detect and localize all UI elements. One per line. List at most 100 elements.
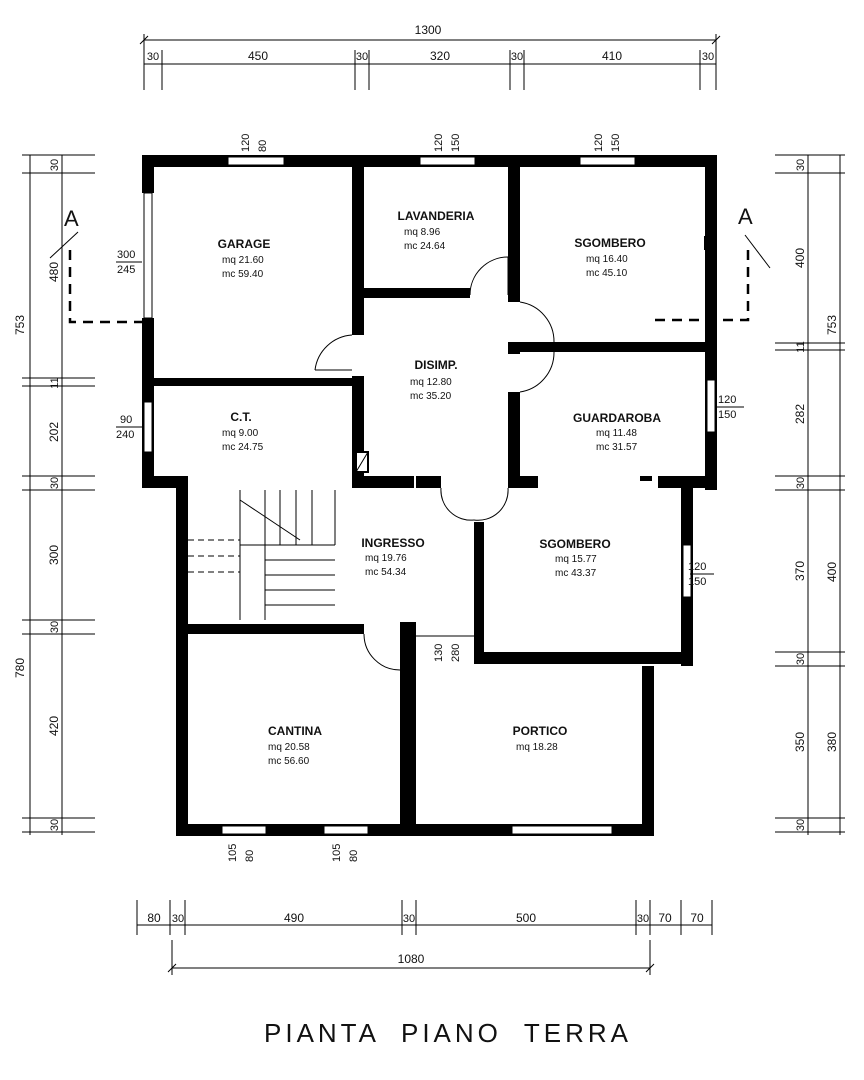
opening-6-a: 120	[718, 394, 736, 406]
room-name: CANTINA	[268, 724, 322, 738]
doors	[314, 256, 555, 671]
dim-right-3: 11	[795, 341, 807, 352]
room-name: LAVANDERIA	[398, 209, 475, 223]
room-volume: mc 54.34	[365, 567, 407, 578]
right-dimensions: 30 400 11 282 30 370 30 350 30 753 400 3…	[775, 154, 845, 835]
dim-right-4: 282	[793, 404, 807, 424]
dim-bottom-1: 80	[147, 911, 161, 925]
room-area: mq 19.76	[365, 553, 407, 564]
room-volume: mc 24.75	[222, 442, 264, 453]
dim-top-4: 320	[430, 49, 450, 63]
room-area: mq 9.00	[222, 428, 259, 439]
room-area: mq 15.77	[555, 554, 597, 565]
dim-bottom-3: 490	[284, 911, 304, 925]
dim-left-2: 480	[47, 262, 61, 282]
opening-2-b: 150	[450, 134, 462, 152]
room-name: C.T.	[230, 410, 251, 424]
bottom-dimensions: 80 30 490 30 500 30 70 70 1080	[136, 900, 713, 975]
section-mark-left: A	[64, 206, 79, 231]
plan-title: PIANTA PIANO TERRA	[264, 1018, 632, 1048]
opening-9-a: 105	[227, 844, 239, 862]
opening-4-a: 300	[117, 249, 135, 261]
room-area: mq 18.28	[516, 742, 558, 753]
dim-left-3: 11	[49, 377, 61, 388]
dim-bottom-7: 70	[658, 911, 672, 925]
dim-right-outer-1: 753	[825, 315, 839, 335]
room-name: INGRESSO	[361, 536, 424, 550]
room-name: PORTICO	[513, 724, 568, 738]
opening-7-a: 120	[688, 561, 706, 573]
dim-top-1: 30	[147, 51, 159, 63]
dim-bottom-total: 1080	[398, 952, 425, 966]
room-name: SGOMBERO	[574, 236, 645, 250]
dim-top-5: 30	[511, 51, 523, 63]
room-volume: mc 45.10	[586, 268, 628, 279]
dim-right-5: 30	[795, 477, 807, 489]
room-area: mq 20.58	[268, 742, 310, 753]
room-portico: PORTICO mq 18.28	[513, 724, 568, 753]
room-lavanderia: LAVANDERIA mq 8.96 mc 24.64	[398, 209, 475, 252]
room-volume: mc 24.64	[404, 241, 446, 252]
dim-left-7: 30	[49, 621, 61, 633]
room-sgombero-1: SGOMBERO mq 16.40 mc 45.10	[574, 236, 645, 279]
dim-top-7: 30	[702, 51, 714, 63]
dim-right-9: 30	[795, 819, 807, 831]
dim-left-outer-2: 780	[13, 658, 27, 678]
opening-4-b: 245	[117, 264, 135, 276]
room-name: GARAGE	[218, 237, 271, 251]
room-name: SGOMBERO	[539, 537, 610, 551]
room-name: GUARDAROBA	[573, 411, 661, 425]
dim-bottom-2: 30	[172, 913, 184, 925]
dim-right-8: 350	[793, 732, 807, 752]
room-area: mq 16.40	[586, 254, 628, 265]
opening-5-a: 90	[120, 414, 132, 426]
opening-8-b: 280	[450, 644, 462, 662]
room-volume: mc 31.57	[596, 442, 638, 453]
dim-top-6: 410	[602, 49, 622, 63]
dim-top-total: 1300	[415, 23, 442, 37]
room-guardaroba: GUARDAROBA mq 11.48 mc 31.57	[573, 411, 661, 453]
opening-2-a: 120	[433, 134, 445, 152]
walls	[142, 155, 717, 836]
room-area: mq 11.48	[596, 428, 637, 439]
opening-8-a: 130	[433, 644, 445, 662]
room-cantina: CANTINA mq 20.58 mc 56.60	[268, 724, 322, 767]
dim-left-1: 30	[49, 159, 61, 171]
room-garage: GARAGE mq 21.60 mc 59.40	[218, 237, 271, 280]
opening-3-b: 150	[610, 134, 622, 152]
dim-bottom-6: 30	[637, 913, 649, 925]
dim-left-outer-1: 753	[13, 315, 27, 335]
dim-left-8: 420	[47, 716, 61, 736]
opening-10-a: 105	[331, 844, 343, 862]
opening-3-a: 120	[593, 134, 605, 152]
room-volume: mc 35.20	[410, 391, 452, 402]
stairs	[188, 490, 336, 620]
room-ingresso: INGRESSO mq 19.76 mc 54.34	[361, 536, 424, 578]
opening-labels: 120 80 120 150 120 150 300 245 90 240 12…	[116, 134, 744, 862]
room-sgombero-2: SGOMBERO mq 15.77 mc 43.37	[539, 537, 610, 579]
dim-top-3: 30	[356, 51, 368, 63]
room-area: mq 12.80	[410, 377, 452, 388]
flue-symbols	[355, 236, 712, 662]
room-disimpegno: DISIMP. mq 12.80 mc 35.20	[410, 358, 458, 402]
opening-6-b: 150	[718, 409, 736, 421]
section-mark-right: A	[738, 204, 753, 229]
dim-left-4: 202	[47, 422, 61, 442]
section-line: A A	[49, 204, 771, 324]
windows	[143, 156, 716, 835]
room-volume: mc 43.37	[555, 568, 597, 579]
dim-right-outer-3: 380	[825, 732, 839, 752]
dim-left-9: 30	[49, 819, 61, 831]
dim-right-6: 370	[793, 561, 807, 581]
room-volume: mc 59.40	[222, 269, 264, 280]
dim-right-outer-2: 400	[825, 562, 839, 582]
opening-9-b: 80	[244, 850, 256, 862]
top-dimensions: 1300 30 450 30 320 30 410 30	[139, 23, 721, 90]
room-name: DISIMP.	[414, 358, 457, 372]
room-ct: C.T. mq 9.00 mc 24.75	[222, 410, 264, 453]
dim-right-1: 30	[795, 159, 807, 171]
left-dimensions: 753 780 30 480 11 202 30 300 30 420 30	[13, 154, 95, 835]
dim-right-7: 30	[795, 653, 807, 665]
opening-1-a: 120	[240, 134, 252, 152]
